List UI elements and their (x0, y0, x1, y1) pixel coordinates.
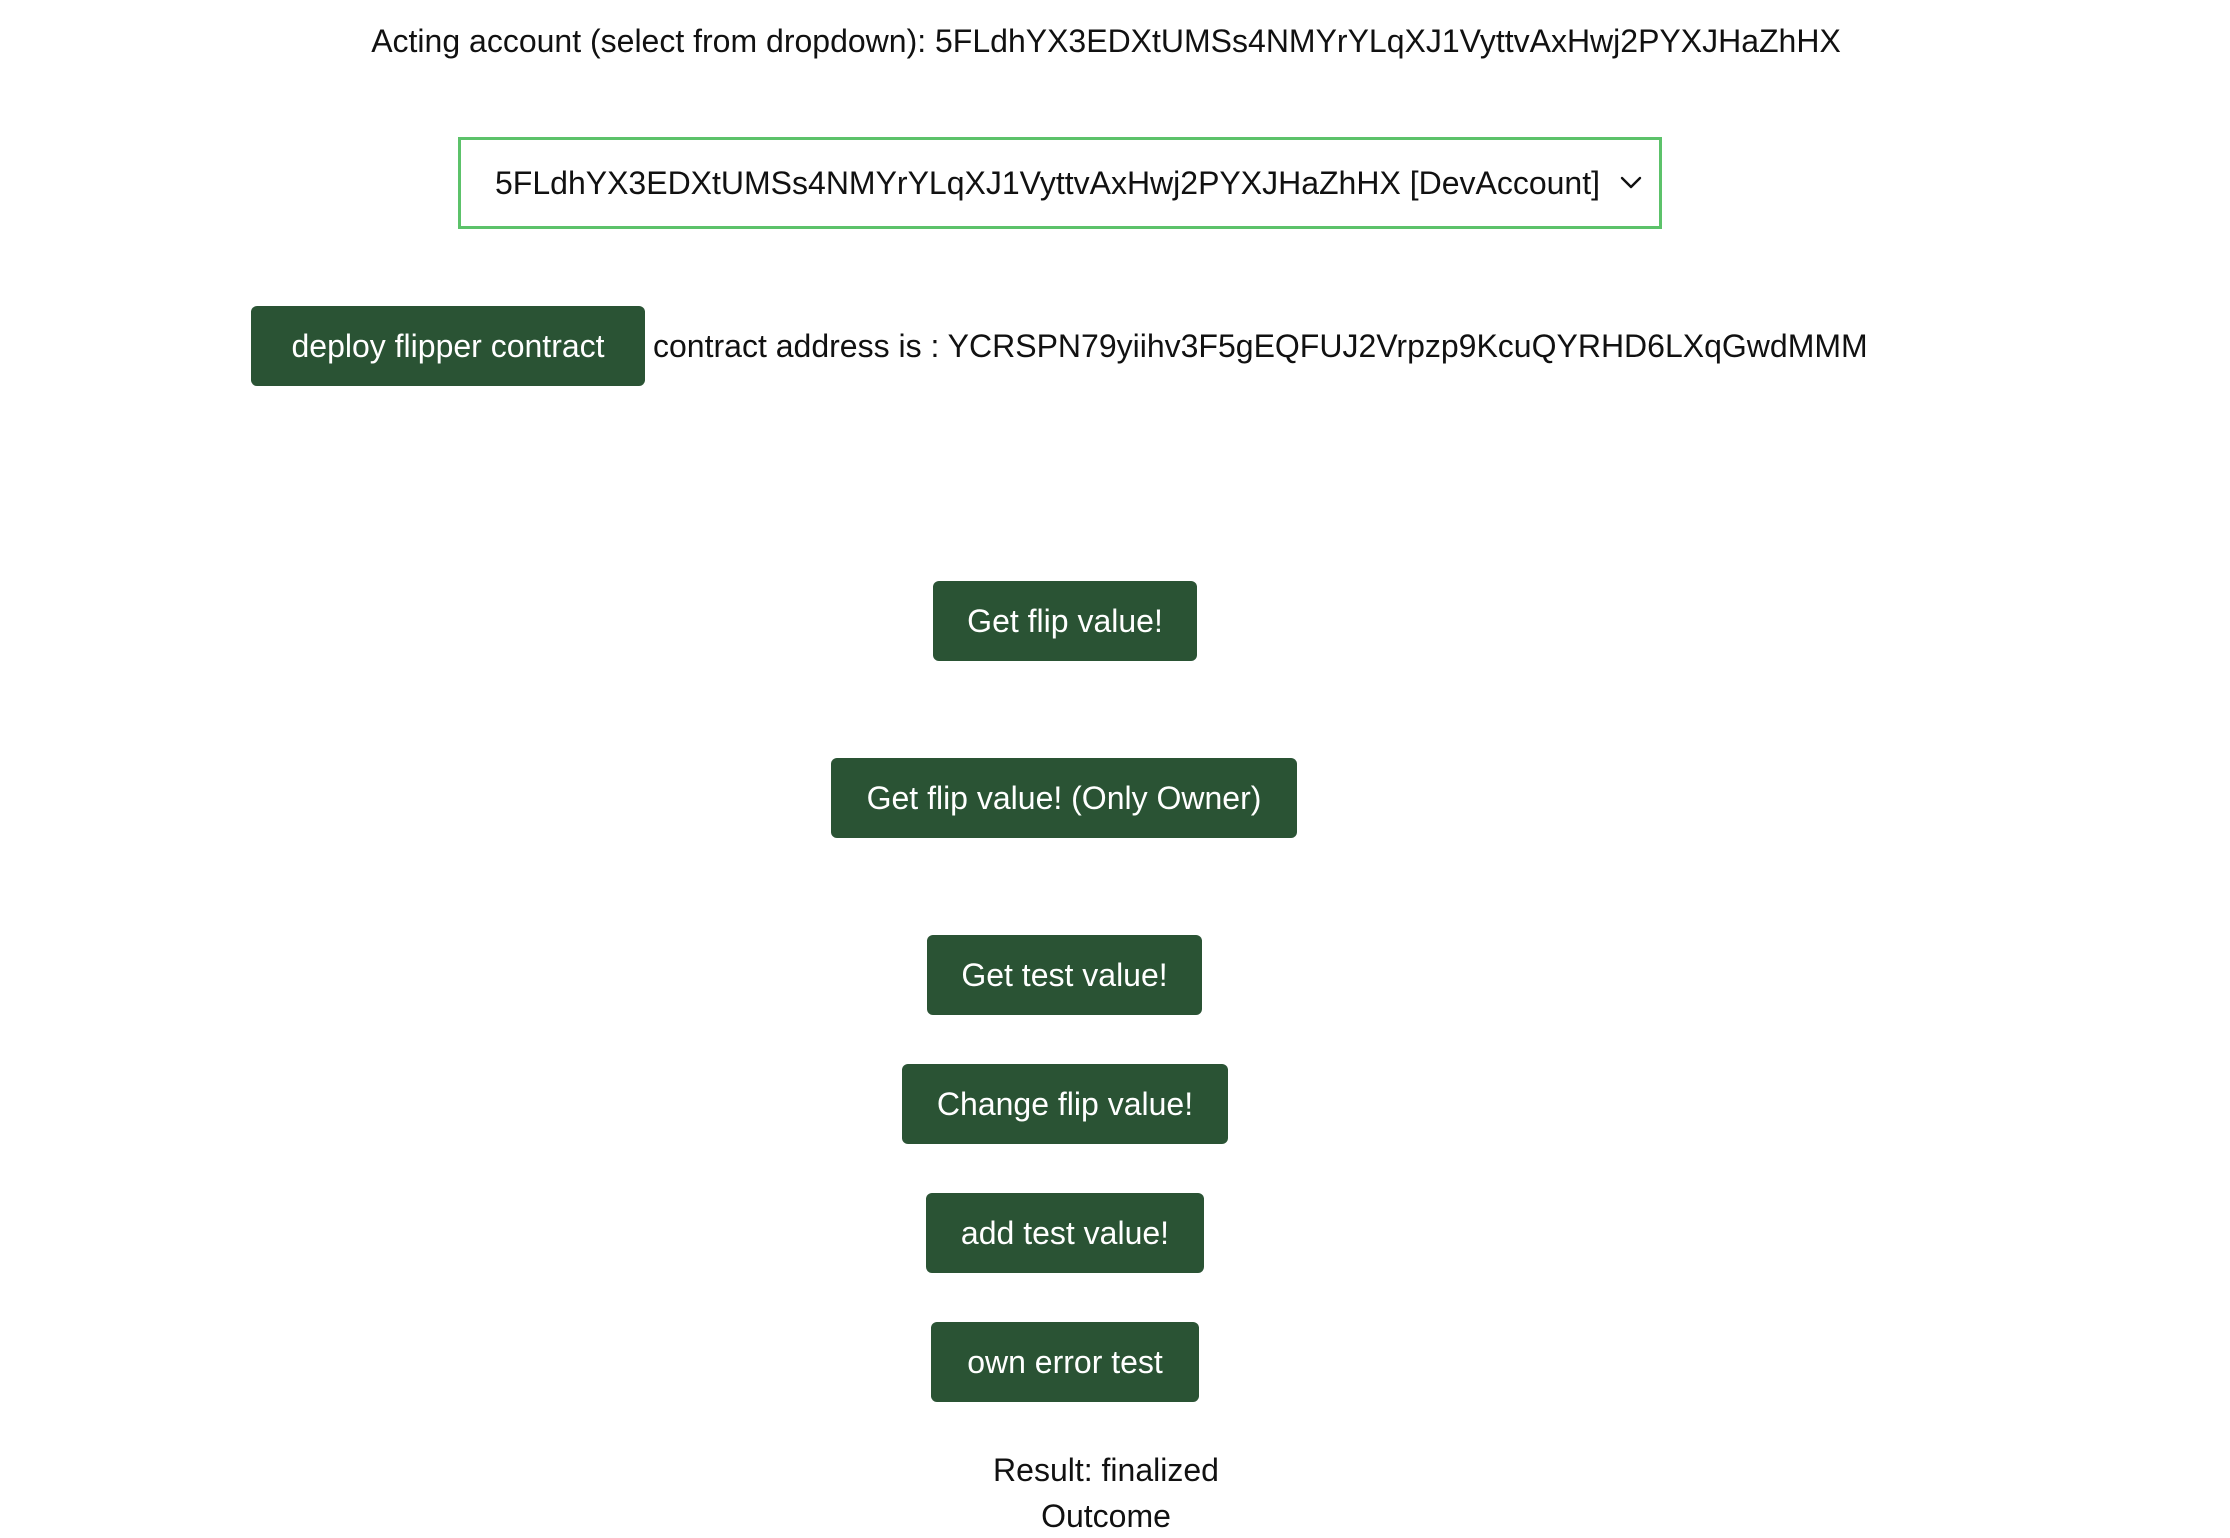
account-select-value: 5FLdhYX3EDXtUMSs4NMYrYLqXJ1VyttvAxHwj2PY… (495, 164, 1600, 201)
chevron-down-icon (1603, 163, 1659, 203)
get-test-value-button[interactable]: Get test value! (927, 935, 1202, 1015)
get-flip-value-owner-button[interactable]: Get flip value! (Only Owner) (831, 758, 1297, 838)
result-text: Result: finalized (993, 1452, 1219, 1488)
contract-address-value: YCRSPN79yiihv3F5gEQFUJ2Vrpzp9KcuQYRHD6LX… (947, 327, 1868, 364)
account-select[interactable]: 5FLdhYX3EDXtUMSs4NMYrYLqXJ1VyttvAxHwj2PY… (458, 137, 1662, 229)
contract-address-label: contract address is : (653, 327, 948, 364)
outcome-label: Outcome (1041, 1498, 1171, 1534)
acting-account-line: Acting account (select from dropdown): 5… (0, 20, 2221, 62)
contract-address-text: contract address is : YCRSPN79yiihv3F5gE… (653, 328, 1868, 365)
get-flip-value-button[interactable]: Get flip value! (933, 581, 1197, 661)
deploy-flipper-contract-button[interactable]: deploy flipper contract (251, 306, 645, 386)
deploy-row: deploy flipper contract contract address… (251, 306, 1868, 386)
own-error-test-button[interactable]: own error test (931, 1322, 1199, 1402)
acting-account-label: Acting account (select from dropdown): (371, 23, 935, 59)
change-flip-value-button[interactable]: Change flip value! (902, 1064, 1228, 1144)
acting-account-address: 5FLdhYX3EDXtUMSs4NMYrYLqXJ1VyttvAxHwj2PY… (935, 23, 1841, 59)
add-test-value-button[interactable]: add test value! (926, 1193, 1204, 1273)
